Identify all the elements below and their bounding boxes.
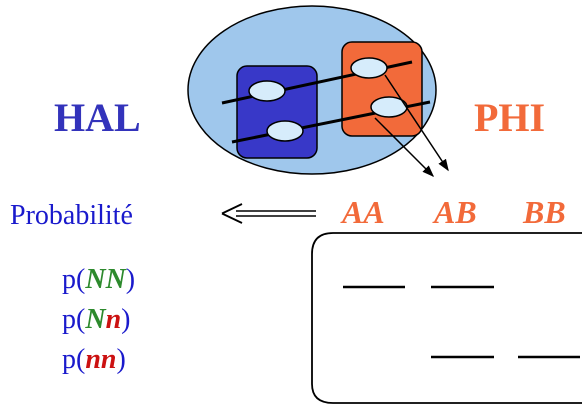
phi-label: PHI <box>474 95 546 140</box>
genotype-box <box>311 232 582 404</box>
probability-row-NN: p(NN) <box>62 264 136 295</box>
probability-row-Nn: p(Nn) <box>62 304 131 335</box>
genotype-ab: AB <box>434 194 477 230</box>
marker-oval-phi-upper <box>350 57 388 79</box>
genotype-bb: BB <box>523 194 566 230</box>
marker-oval-hal-upper <box>248 80 286 102</box>
arrow-to-ab <box>384 74 449 172</box>
probability-row-nn: p(nn) <box>62 344 126 375</box>
phi-chromosome-block <box>341 41 423 137</box>
genotype-aa: AA <box>342 194 385 230</box>
arrow-to-aa <box>374 117 435 178</box>
hal-label: HAL <box>54 95 141 140</box>
hal-chromosome-block <box>236 65 318 159</box>
marker-oval-hal-lower <box>266 120 304 142</box>
probability-label: Probabilité <box>10 200 133 231</box>
double-arrow-left <box>221 203 316 224</box>
